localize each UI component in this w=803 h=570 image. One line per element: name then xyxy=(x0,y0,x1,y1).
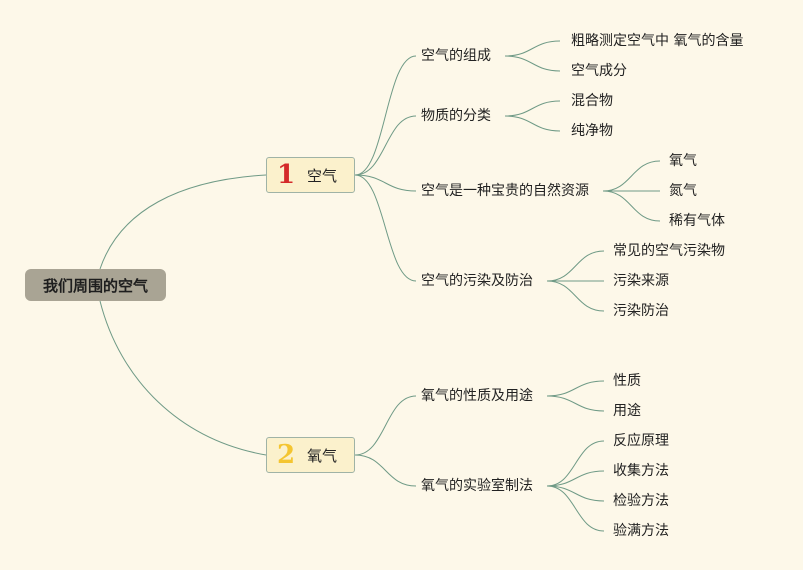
leaf-link xyxy=(546,380,605,397)
branch-number-badge: 1 xyxy=(276,160,296,190)
leaf-link xyxy=(546,485,605,532)
leaf-link xyxy=(546,470,605,487)
root-link-oxygen xyxy=(99,300,267,456)
branch-label: 氧气 xyxy=(307,446,338,465)
leaf-node[interactable]: 性质 xyxy=(613,373,641,389)
leaf-node[interactable]: 氧气 xyxy=(669,153,697,169)
leaf-node[interactable]: 反应原理 xyxy=(613,433,669,449)
leaf-node[interactable]: 纯净物 xyxy=(571,123,613,139)
topic-node[interactable]: 物质的分类 xyxy=(421,108,491,124)
root-topic[interactable]: 我们周围的空气 xyxy=(25,269,166,301)
leaf-node[interactable]: 粗略测定空气中 氧气的含量 xyxy=(571,33,744,49)
branch-link xyxy=(354,395,417,456)
topic-node[interactable]: 氧气的性质及用途 xyxy=(421,388,533,404)
leaf-link xyxy=(602,160,661,192)
branch-number-badge: 2 xyxy=(276,440,296,470)
leaf-node[interactable]: 用途 xyxy=(613,403,641,419)
leaf-node[interactable]: 常见的空气污染物 xyxy=(613,243,725,259)
topic-node[interactable]: 空气的污染及防治 xyxy=(421,273,533,289)
branch-link xyxy=(354,55,417,176)
topic-node[interactable]: 空气的组成 xyxy=(421,48,491,64)
branch-label: 空气 xyxy=(307,166,338,185)
leaf-node[interactable]: 氮气 xyxy=(669,183,697,199)
branch-air[interactable]: 1 空气 xyxy=(266,157,355,193)
leaf-link xyxy=(504,100,561,117)
branch-link xyxy=(354,174,417,192)
root-topic-label: 我们周围的空气 xyxy=(42,276,148,295)
leaf-node[interactable]: 污染来源 xyxy=(613,273,669,289)
branch-link xyxy=(354,454,417,487)
leaf-link xyxy=(546,280,605,312)
leaf-node[interactable]: 空气成分 xyxy=(571,63,627,79)
leaf-node[interactable]: 检验方法 xyxy=(613,493,669,509)
leaf-node[interactable]: 收集方法 xyxy=(613,463,669,479)
leaf-link xyxy=(504,55,561,72)
branch-link xyxy=(354,174,417,282)
leaf-link xyxy=(546,395,605,412)
leaf-link xyxy=(546,485,605,502)
leaf-link xyxy=(602,190,661,222)
topic-node[interactable]: 空气是一种宝贵的自然资源 xyxy=(421,183,589,199)
leaf-link xyxy=(504,40,561,57)
leaf-node[interactable]: 验满方法 xyxy=(613,523,669,539)
leaf-link xyxy=(504,115,561,132)
leaf-link xyxy=(546,250,605,282)
branch-oxygen[interactable]: 2 氧气 xyxy=(266,437,355,473)
root-link-air xyxy=(99,174,267,270)
leaf-node[interactable]: 混合物 xyxy=(571,93,613,109)
topic-node[interactable]: 氧气的实验室制法 xyxy=(421,478,533,494)
leaf-node[interactable]: 稀有气体 xyxy=(669,213,725,229)
leaf-node[interactable]: 污染防治 xyxy=(613,303,669,319)
leaf-link xyxy=(546,440,605,487)
branch-link xyxy=(354,115,417,176)
